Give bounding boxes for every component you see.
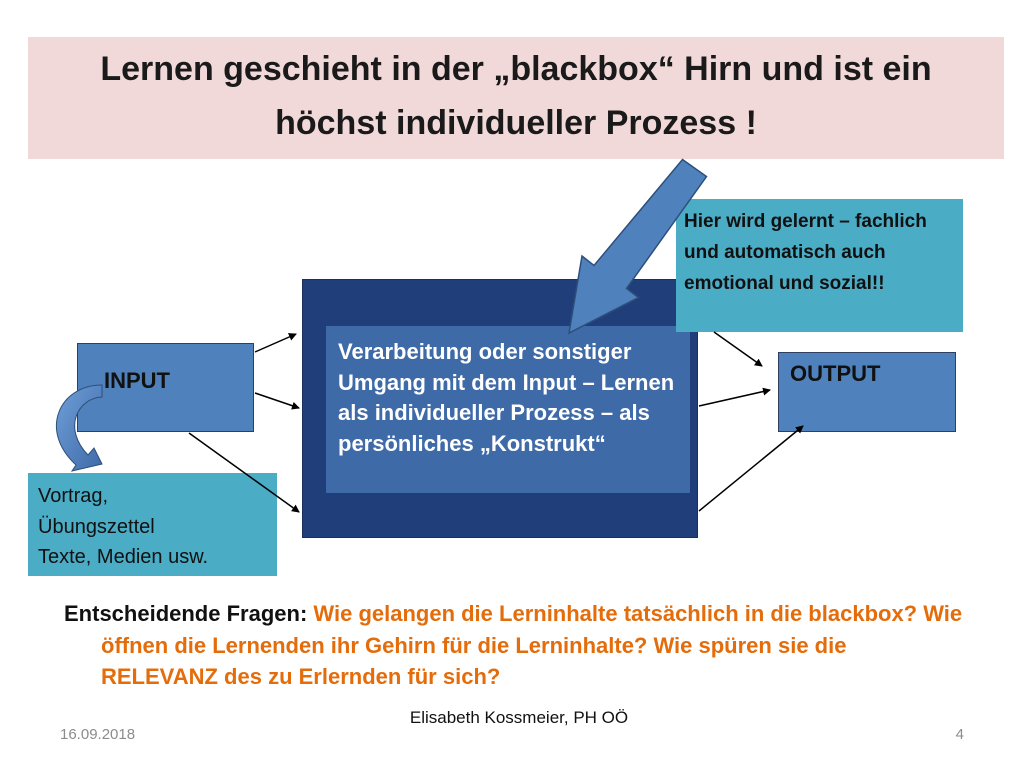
footer-date: 16.09.2018: [60, 726, 136, 743]
arrow-input-to-middle: [254, 392, 300, 410]
arrow-input-to-top: [254, 333, 297, 353]
arrow-input-to-bottom: [188, 432, 300, 513]
output-label: OUTPUT: [790, 361, 881, 386]
media-text: Vortrag, Übungszettel Texte, Medien usw.: [38, 481, 273, 573]
big-pointer-arrow: [568, 158, 708, 335]
arrow-box-to-output-bottom: [698, 425, 804, 512]
arrow-box-to-output-top: [713, 331, 763, 367]
process-box: [326, 326, 690, 493]
key-questions: Entscheidende Fragen: Wie gelangen die L…: [64, 598, 964, 693]
curved-arrow-icon: [56, 384, 103, 472]
questions-lead: Entscheidende Fragen:: [64, 601, 308, 626]
title-banner: [28, 37, 1004, 159]
media-line-2: Übungszettel: [38, 515, 155, 538]
slide-title: Lernen geschieht in der „blackbox“ Hirn …: [28, 42, 1004, 150]
media-line-1: Vortrag,: [38, 485, 109, 507]
callout-text: Hier wird gelernt – fachlich und automat…: [684, 211, 927, 294]
page-number: 4: [955, 726, 964, 743]
footer-author: Elisabeth Kossmeier, PH OÖ: [409, 708, 629, 727]
output-box: [778, 352, 956, 432]
process-text: Verarbeitung oder sonstiger Umgang mit d…: [338, 339, 675, 456]
input-box: [77, 343, 254, 432]
input-label: INPUT: [104, 368, 170, 393]
media-box: [28, 473, 277, 576]
title-line-2: höchst individueller Prozess !: [275, 104, 757, 142]
media-line-3: Texte, Medien usw.: [38, 546, 209, 568]
callout-box: [676, 199, 963, 332]
title-line-1: Lernen geschieht in der „blackbox“ Hirn …: [100, 50, 932, 88]
questions-text: Wie gelangen die Lerninhalte tatsächlich…: [101, 601, 963, 689]
arrow-box-to-output-mid: [698, 387, 771, 407]
